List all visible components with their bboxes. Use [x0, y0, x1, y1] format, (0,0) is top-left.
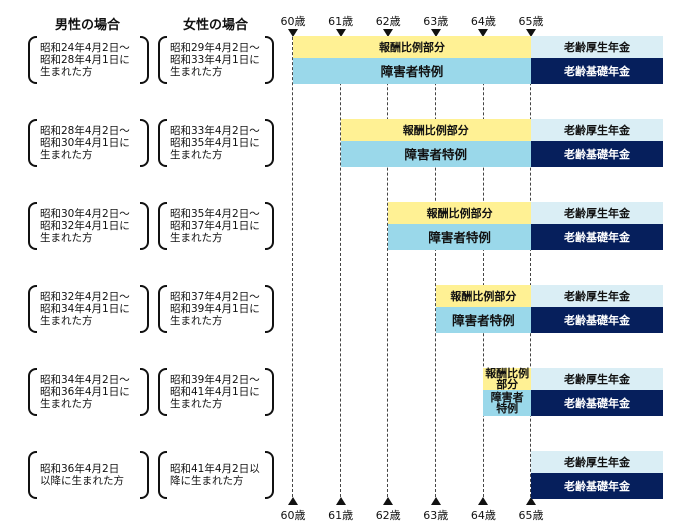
down-arrow-icon [430, 29, 441, 37]
age-label-top: 65歳 [518, 15, 544, 28]
male-birth-text: 昭和32年4月2日～ 昭和34年4月1日に 生まれた方 [40, 291, 130, 327]
age-guide-line [387, 37, 389, 497]
male-birth-text: 昭和36年4月2日 以降に生まれた方 [40, 463, 124, 487]
hoshu-bar: 報酬比例部分 [293, 36, 531, 58]
male-birth-range: 昭和24年4月2日～ 昭和28年4月1日に 生まれた方 [28, 36, 149, 84]
male-birth-text: 昭和34年4月2日～ 昭和36年4月1日に 生まれた方 [40, 374, 130, 410]
down-arrow-icon [478, 29, 489, 37]
female-birth-range: 昭和35年4月2日～ 昭和37年4月1日に 生まれた方 [158, 202, 274, 250]
age-label-bottom: 60歳 [280, 509, 306, 522]
male-birth-range: 昭和30年4月2日～ 昭和32年4月1日に 生まれた方 [28, 202, 149, 250]
kiso-bar: 老齢基礎年金 [531, 224, 663, 250]
female-birth-range: 昭和29年4月2日～ 昭和33年4月1日に 生まれた方 [158, 36, 274, 84]
male-birth-text: 昭和28年4月2日～ 昭和30年4月1日に 生まれた方 [40, 125, 130, 161]
male-birth-text: 昭和24年4月2日～ 昭和28年4月1日に 生まれた方 [40, 42, 130, 78]
male-birth-text: 昭和30年4月2日～ 昭和32年4月1日に 生まれた方 [40, 208, 130, 244]
shogai-bar: 障害者特例 [293, 58, 531, 84]
age-guide-line [292, 37, 294, 497]
age-guide-line [482, 37, 484, 497]
age-label-top: 62歳 [375, 15, 401, 28]
up-arrow-icon [430, 497, 441, 505]
age-label-top: 61歳 [328, 15, 354, 28]
hoshu-bar: 報酬比例部分 [388, 202, 531, 224]
down-arrow-icon [288, 29, 298, 37]
age-label-bottom: 62歳 [375, 509, 401, 522]
kiso-bar: 老齢基礎年金 [531, 307, 663, 333]
age-label-bottom: 65歳 [518, 509, 544, 522]
shogai-bar: 障害者特例 [435, 307, 531, 333]
age-guide-line [339, 37, 341, 497]
age-guide-line [530, 37, 532, 497]
female-birth-range: 昭和41年4月2日以 降に生まれた方 [158, 451, 274, 499]
female-birth-text: 昭和33年4月2日～ 昭和35年4月1日に 生まれた方 [170, 125, 260, 161]
male-birth-range: 昭和28年4月2日～ 昭和30年4月1日に 生まれた方 [28, 119, 149, 167]
up-arrow-icon [383, 497, 394, 505]
female-birth-text: 昭和41年4月2日以 降に生まれた方 [170, 463, 260, 487]
kiso-bar: 老齢基礎年金 [531, 390, 663, 416]
kosei-bar: 老齢厚生年金 [531, 119, 663, 141]
kiso-bar: 老齢基礎年金 [531, 473, 663, 499]
age-label-bottom: 63歳 [423, 509, 449, 522]
male-header: 男性の場合 [54, 18, 120, 33]
female-birth-text: 昭和39年4月2日～ 昭和41年4月1日に 生まれた方 [170, 374, 260, 410]
kosei-bar: 老齢厚生年金 [531, 451, 663, 473]
age-label-top: 60歳 [280, 15, 306, 28]
female-birth-range: 昭和39年4月2日～ 昭和41年4月1日に 生まれた方 [158, 368, 274, 416]
age-label-bottom: 64歳 [470, 509, 496, 522]
age-label-bottom: 61歳 [328, 509, 354, 522]
up-arrow-icon [335, 497, 346, 505]
down-arrow-icon [526, 29, 536, 37]
up-arrow-icon [478, 497, 489, 505]
male-birth-range: 昭和32年4月2日～ 昭和34年4月1日に 生まれた方 [28, 285, 149, 333]
kosei-bar: 老齢厚生年金 [531, 368, 663, 390]
down-arrow-icon [383, 29, 394, 37]
female-header: 女性の場合 [182, 18, 248, 33]
hoshu-bar: 報酬比例 部分 [483, 367, 531, 391]
shogai-bar: 障害者特例 [340, 141, 531, 167]
female-birth-range: 昭和37年4月2日～ 昭和39年4月1日に 生まれた方 [158, 285, 274, 333]
female-birth-range: 昭和33年4月2日～ 昭和35年4月1日に 生まれた方 [158, 119, 274, 167]
shogai-bar: 障害者 特例 [483, 390, 531, 416]
up-arrow-icon [288, 497, 298, 505]
age-label-top: 64歳 [470, 15, 496, 28]
down-arrow-icon [335, 29, 346, 37]
female-birth-text: 昭和35年4月2日～ 昭和37年4月1日に 生まれた方 [170, 208, 260, 244]
hoshu-bar: 報酬比例部分 [435, 285, 531, 307]
age-label-top: 63歳 [423, 15, 449, 28]
age-guide-line [435, 37, 437, 497]
kosei-bar: 老齢厚生年金 [531, 202, 663, 224]
male-birth-range: 昭和36年4月2日 以降に生まれた方 [28, 451, 149, 499]
kosei-bar: 老齢厚生年金 [531, 285, 663, 307]
female-birth-text: 昭和37年4月2日～ 昭和39年4月1日に 生まれた方 [170, 291, 260, 327]
hoshu-bar: 報酬比例部分 [340, 119, 531, 141]
kiso-bar: 老齢基礎年金 [531, 141, 663, 167]
female-birth-text: 昭和29年4月2日～ 昭和33年4月1日に 生まれた方 [170, 42, 260, 78]
up-arrow-icon [526, 497, 536, 505]
male-birth-range: 昭和34年4月2日～ 昭和36年4月1日に 生まれた方 [28, 368, 149, 416]
shogai-bar: 障害者特例 [388, 224, 531, 250]
kiso-bar: 老齢基礎年金 [531, 58, 663, 84]
kosei-bar: 老齢厚生年金 [531, 36, 663, 58]
